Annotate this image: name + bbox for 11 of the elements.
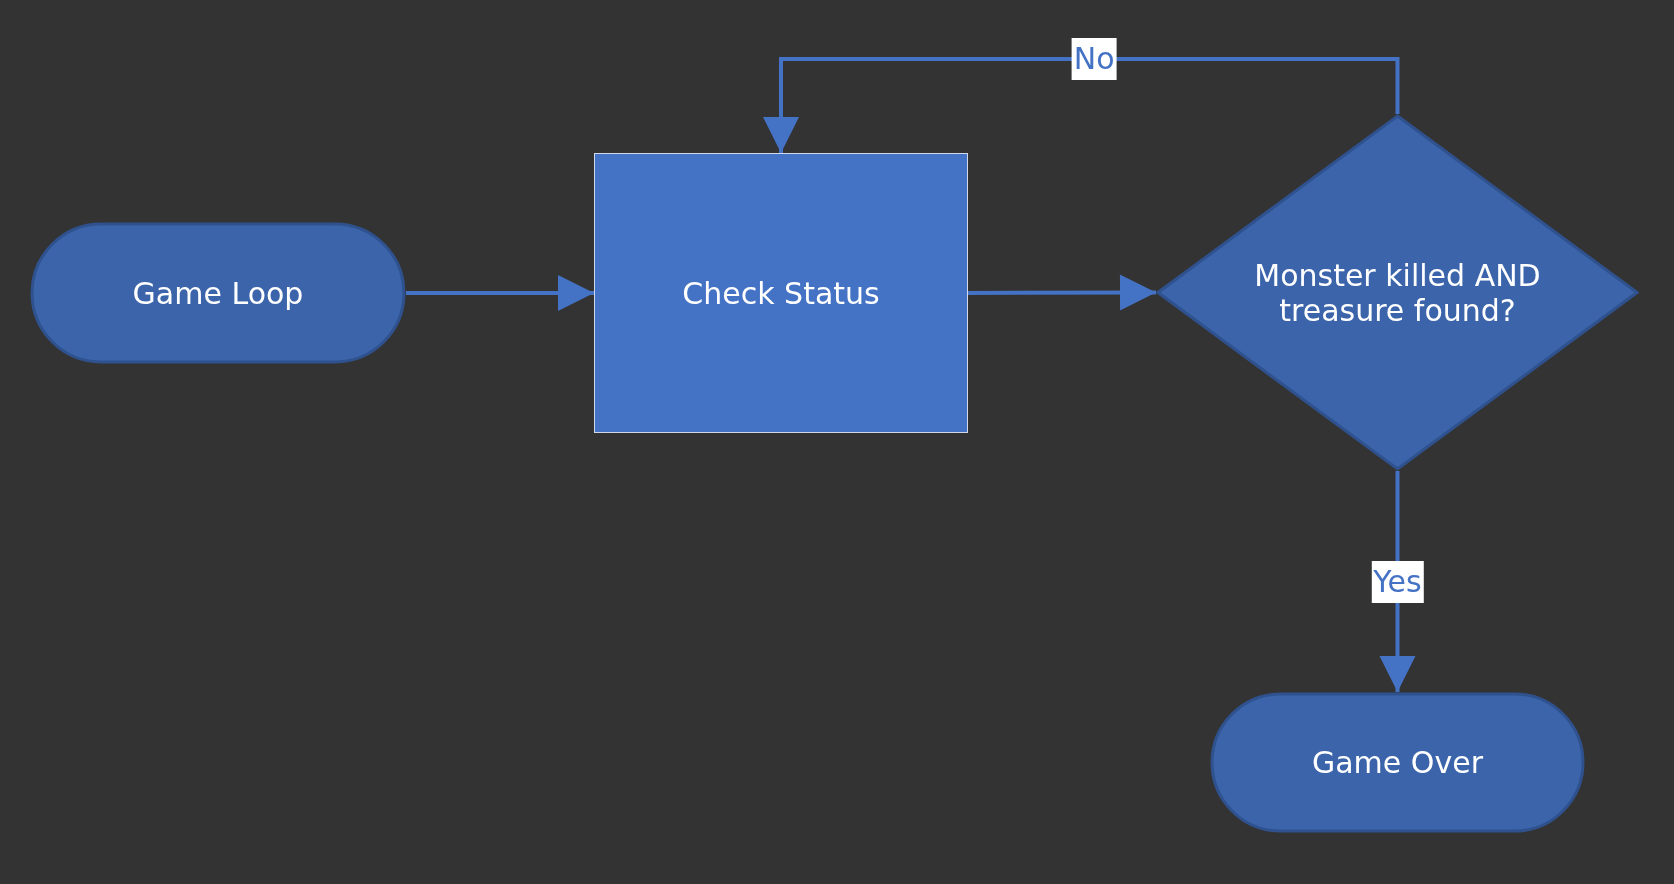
arrow [406,275,594,311]
arrow [968,274,1156,311]
decision-diamond [1156,114,1639,471]
edge-label: Yes [1371,560,1424,603]
node-text: Game Over [1312,745,1483,780]
node-text: Game Loop [132,275,304,311]
process-box [594,153,968,433]
arrow [763,57,1400,153]
node-text: Monster killed AND treasure found? [1253,257,1542,328]
edge-label: No [1071,38,1117,80]
node-text: Check Status [682,275,880,311]
